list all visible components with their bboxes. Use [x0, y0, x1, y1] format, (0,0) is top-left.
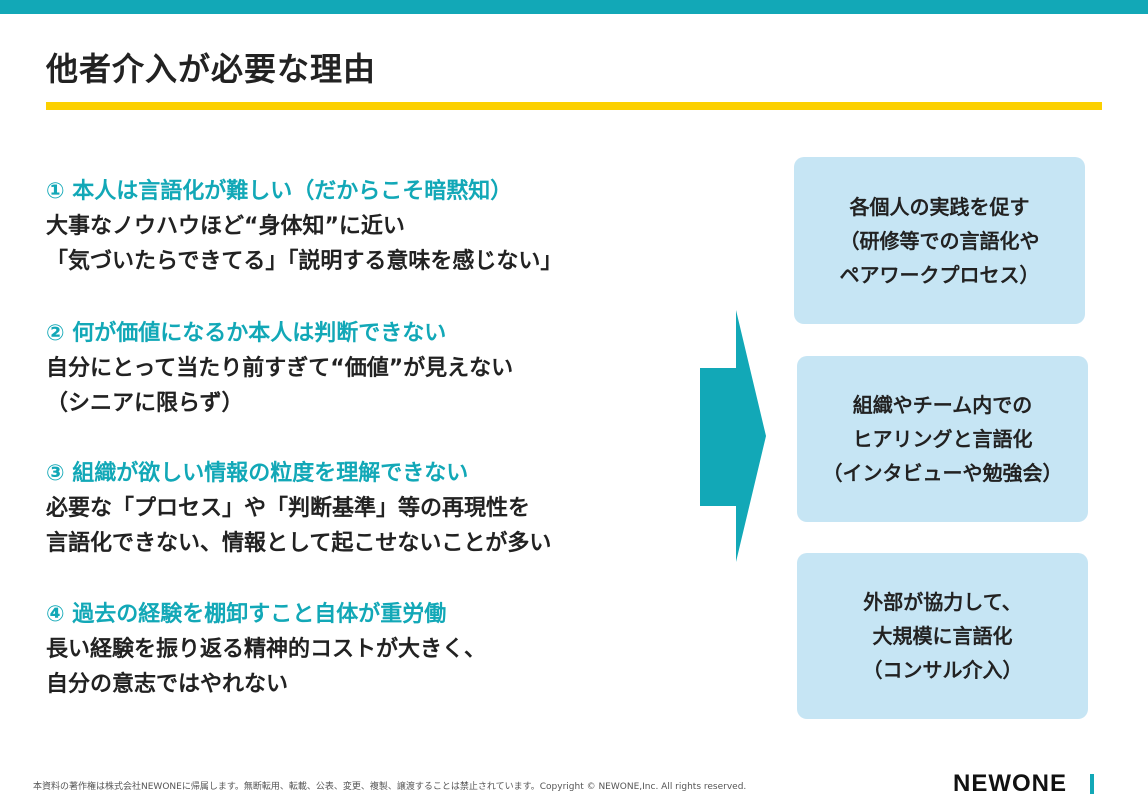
solution-box-3: 外部が協力して、大規模に言語化 （コンサル介入） — [797, 553, 1088, 719]
solution-line: ペアワークプロセス） — [839, 262, 1040, 287]
solution-line: （研修等での言語化や — [839, 228, 1040, 253]
reason-line: （シニアに限らず） — [46, 391, 244, 416]
top-accent-bar — [0, 0, 1148, 14]
reason-2: ② 何が価値になるか本人は判断できない 自分にとって当たり前すぎて“価値”が見え… — [46, 316, 513, 421]
reason-4: ④ 過去の経験を棚卸すこと自体が重労働 長い経験を振り返る精神的コストが大きく、… — [46, 597, 486, 702]
solution-box-2: 組織やチーム内でのヒアリングと言語化 （インタビューや勉強会） — [797, 356, 1088, 522]
reason-heading: ② 何が価値になるか本人は判断できない — [46, 321, 447, 346]
logo-accent-bar — [1090, 774, 1094, 794]
newone-logo: NEWONE — [953, 770, 1067, 797]
copyright-footer: 本資料の著作権は株式会社NEWONEに帰属します。無断転用、転載、公表、変更、複… — [33, 782, 747, 792]
solution-line: 外部が協力して、 — [863, 590, 1022, 614]
title-underline — [46, 102, 1102, 110]
reason-line: 自分にとって当たり前すぎて“価値”が見えない — [46, 356, 514, 381]
page-title: 他者介入が必要な理由 — [46, 50, 377, 88]
solution-line: （コンサル介入） — [862, 658, 1023, 682]
reason-line: 長い経験を振り返る精神的コストが大きく、 — [46, 637, 487, 662]
solution-line: （インタビューや勉強会） — [822, 461, 1063, 485]
solution-line: ヒアリングと言語化 — [852, 427, 1033, 451]
solution-line: 大規模に言語化 — [872, 624, 1013, 648]
reason-1: ① 本人は言語化が難しい（だからこそ暗黙知） 大事なノウハウほど“身体知”に近い… — [46, 174, 562, 279]
reason-line: 大事なノウハウほど“身体知”に近い — [46, 214, 405, 239]
solution-box-1: 各個人の実践を促す （研修等での言語化やペアワークプロセス） — [794, 157, 1085, 324]
reason-heading: ③ 組織が欲しい情報の粒度を理解できない — [46, 461, 469, 486]
reason-line: 自分の意志ではやれない — [46, 672, 289, 697]
solution-line: 組織やチーム内での — [852, 393, 1033, 417]
solution-line: 各個人の実践を促す — [849, 194, 1030, 219]
reason-line: 言語化できない、情報として起こせないことが多い — [46, 531, 552, 556]
reason-line: 「気づいたらできてる」「説明する意味を感じない」 — [46, 249, 563, 274]
reason-heading: ④ 過去の経験を棚卸すこと自体が重労働 — [46, 602, 447, 627]
right-arrow-icon — [700, 310, 766, 562]
reason-line: 必要な「プロセス」や「判断基準」等の再現性を — [46, 496, 531, 521]
reason-heading: ① 本人は言語化が難しい（だからこそ暗黙知） — [46, 179, 513, 204]
reason-3: ③ 組織が欲しい情報の粒度を理解できない 必要な「プロセス」や「判断基準」等の再… — [46, 456, 551, 561]
